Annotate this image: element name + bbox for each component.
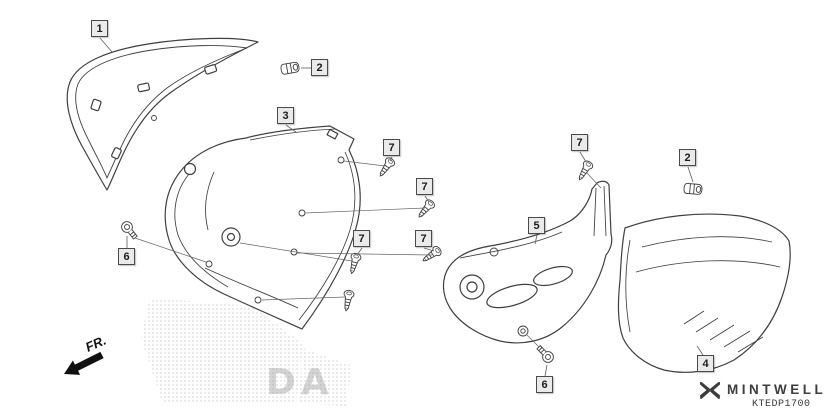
callout-7[interactable]: 7 [571, 134, 588, 151]
callout-6[interactable]: 6 [536, 376, 553, 393]
callout-4[interactable]: 4 [697, 355, 714, 372]
grommet-icon [683, 182, 703, 196]
brand-name: MINTWELL [727, 382, 827, 397]
callout-3[interactable]: 3 [277, 107, 294, 124]
drawing-code: KTEDP1700 [752, 399, 811, 410]
bolt-icon [118, 218, 141, 242]
part-3-inner-cover [164, 125, 361, 330]
screw-icon [346, 251, 363, 276]
callout-2[interactable]: 2 [311, 59, 328, 76]
screw-icon [574, 158, 595, 183]
callout-7[interactable]: 7 [416, 178, 433, 195]
brand-block: MINTWELL [698, 380, 826, 399]
callout-7[interactable]: 7 [383, 139, 400, 156]
stipple-shading [141, 298, 352, 406]
screw-icon [375, 155, 397, 180]
leader-lines [99, 37, 704, 377]
callout-7[interactable]: 7 [415, 230, 432, 247]
grommet-icon [279, 61, 301, 76]
screw-icon [340, 289, 355, 313]
bolt-icon [534, 343, 557, 366]
callout-1[interactable]: 1 [91, 20, 108, 37]
part-4-side-cover [617, 213, 791, 373]
callout-6[interactable]: 6 [118, 248, 135, 265]
part-1-side-cover [66, 37, 259, 191]
mintwell-logo-icon [699, 381, 721, 398]
part-5-side-cover [442, 180, 613, 344]
callout-7[interactable]: 7 [353, 230, 370, 247]
callout-5[interactable]: 5 [528, 217, 545, 234]
screw-icon [414, 197, 437, 221]
fr-label: FR. [83, 333, 108, 355]
fr-direction-arrow: FR. [64, 333, 108, 375]
callout-2[interactable]: 2 [679, 149, 696, 166]
